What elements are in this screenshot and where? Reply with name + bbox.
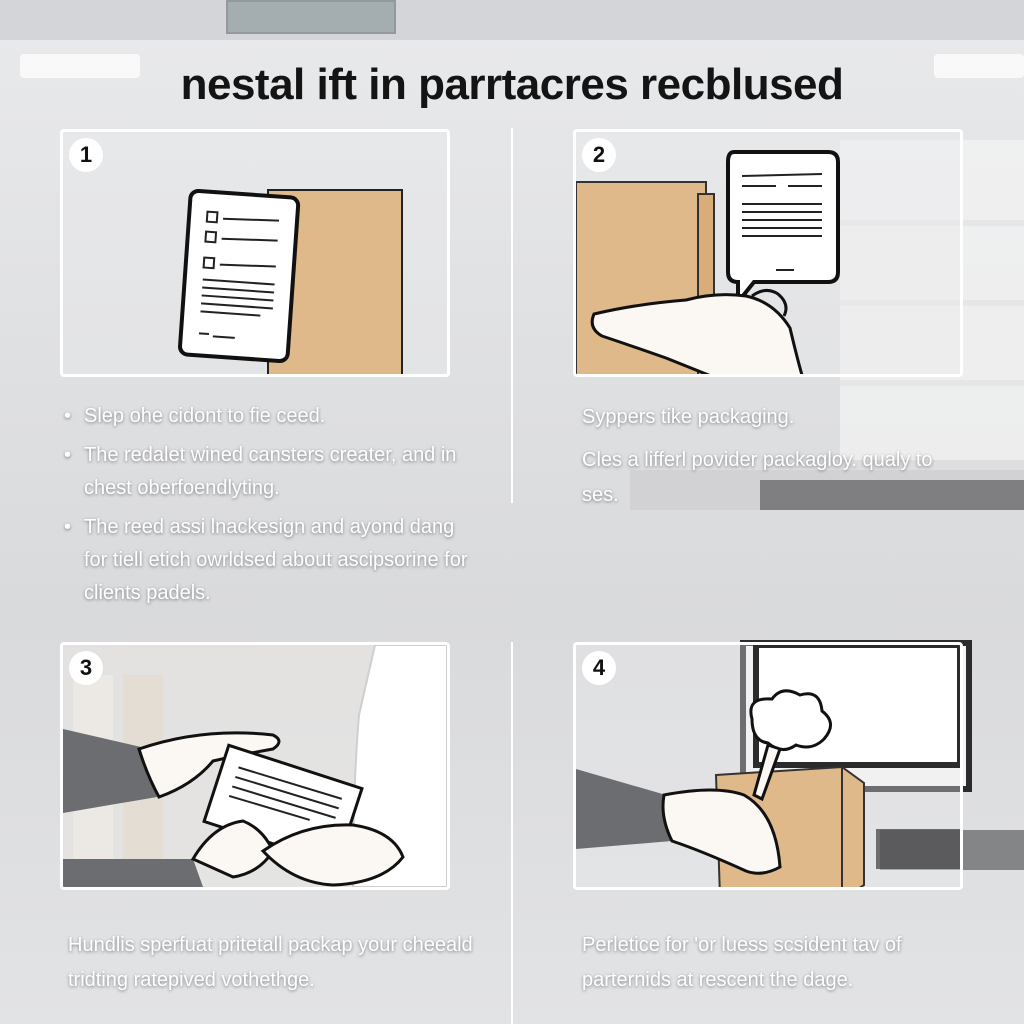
speech-document-icon (726, 150, 840, 308)
sleeve-bottom (63, 859, 203, 887)
checklist-document-icon (178, 188, 301, 364)
shelf-line (840, 380, 1024, 386)
step-4-panel: 4 (573, 642, 963, 890)
step-1-number: 1 (69, 138, 103, 172)
pointing-finger (752, 743, 782, 802)
step-4-number: 4 (582, 651, 616, 685)
sleeve-left (576, 769, 672, 849)
step-2-text: Syppers tike packaging. Cles a lifferl p… (582, 400, 942, 513)
column-divider (511, 642, 513, 1024)
step-1-panel: 1 (60, 129, 450, 377)
step-1-bullet: Slep ohe cidont to fie ceed. (60, 400, 480, 433)
hand-icon (260, 823, 405, 887)
pointing-glove-icon (749, 689, 832, 751)
step-2-line: Cles a lifferl povider packagloy. qualy … (582, 449, 933, 506)
hand-icon (661, 788, 782, 875)
step-1-bullet: The redalet wined cansters creater, and … (60, 439, 480, 505)
hands-exchanging-document-illustration (63, 645, 447, 887)
page-title: nestal ift in parrtacres recblused (180, 60, 844, 109)
desk-surface (876, 829, 960, 869)
step-1-bullet: The reed assi lnackesign and ayond dang … (60, 511, 480, 610)
step-4-text: Perletice for 'or luess scsident tav of … (582, 934, 902, 991)
hand-icon (190, 819, 275, 879)
step-3-number: 3 (69, 651, 103, 685)
step-1-bullets: Slep ohe cidont to fie ceed. The redalet… (60, 400, 480, 616)
step-2-line: Syppers tike packaging. (582, 406, 795, 428)
hand-with-box-and-note-illustration (576, 150, 840, 374)
column-divider (511, 128, 513, 503)
step-2-panel: 2 (573, 129, 963, 377)
step-2-number: 2 (582, 138, 616, 172)
document-and-folder-illustration (178, 188, 403, 374)
hand-icon (590, 293, 804, 374)
finger-outline (751, 289, 788, 317)
ceiling-sign (226, 0, 396, 34)
sleeve-left (63, 729, 157, 813)
hand-with-package-illustration (576, 645, 960, 887)
step-3-panel: 3 (60, 642, 450, 890)
ceiling (0, 0, 1024, 40)
step-3-text: Hundlis sperfuat pritetall packap your c… (68, 934, 473, 991)
